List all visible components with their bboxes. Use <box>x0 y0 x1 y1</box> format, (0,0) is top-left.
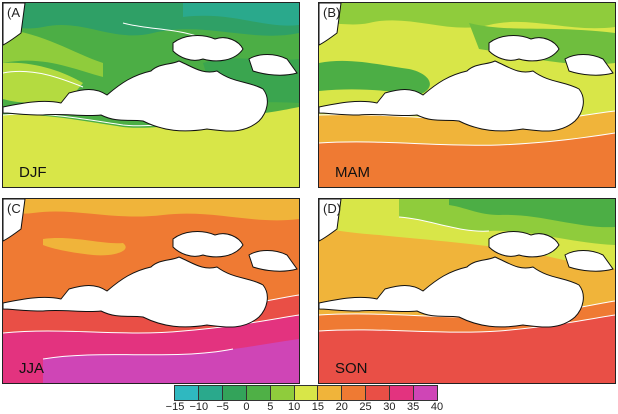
colorbar-tick-label: 5 <box>267 401 274 413</box>
colorbar-tick-label: 35 <box>407 401 420 413</box>
colorbar-tick-label: 10 <box>287 401 301 413</box>
season-label: MAM <box>335 164 370 181</box>
colorbar-swatch <box>222 386 247 400</box>
map-djf <box>3 3 299 187</box>
colorbar-ticks: −15 −10 −5 0 5 10 15 20 25 30 35 40 <box>166 401 443 414</box>
colorbar-tick-label: −10 <box>189 401 209 413</box>
map-panel-mam: (B) MAM <box>318 2 616 188</box>
map-jja <box>3 199 299 383</box>
colorbar-swatch <box>270 386 295 400</box>
colorbar-tick-label: 40 <box>430 401 444 413</box>
colorbar-swatch <box>342 386 367 400</box>
map-son <box>319 199 615 383</box>
colorbar-swatch <box>198 386 223 400</box>
panel-letter: (B) <box>323 5 341 20</box>
colorbar-swatch <box>318 386 343 400</box>
colorbar-tick-label: 0 <box>243 401 250 413</box>
season-label: JJA <box>19 360 45 377</box>
colorbar-swatch <box>175 386 199 400</box>
colorbar-swatch <box>390 386 415 400</box>
colorbar-tick-label: 15 <box>311 401 325 413</box>
map-panel-jja: (C JJA <box>2 198 300 384</box>
colorbar-swatch <box>246 386 271 400</box>
colorbar-tick-label: −15 <box>165 401 185 413</box>
colorbar-tick-label: 20 <box>335 401 348 413</box>
panel-letter: (C <box>7 201 21 216</box>
colorbar-tick-label: −5 <box>216 401 229 413</box>
colorbar-tick-label: 30 <box>383 401 396 413</box>
map-panel-son: (D) SON <box>318 198 616 384</box>
panel-letter: (D) <box>323 201 342 216</box>
colorbar-tick-label: 25 <box>359 401 372 413</box>
colorbar-swatch <box>294 386 319 400</box>
colorbar-swatch <box>414 386 437 400</box>
colorbar-swatch <box>366 386 391 400</box>
season-label: SON <box>335 360 368 377</box>
colorbar <box>174 385 438 401</box>
map-panel-djf: (A DJF <box>2 2 300 188</box>
panel-letter: (A <box>7 5 20 20</box>
map-mam <box>319 3 615 187</box>
season-label: DJF <box>19 164 47 181</box>
